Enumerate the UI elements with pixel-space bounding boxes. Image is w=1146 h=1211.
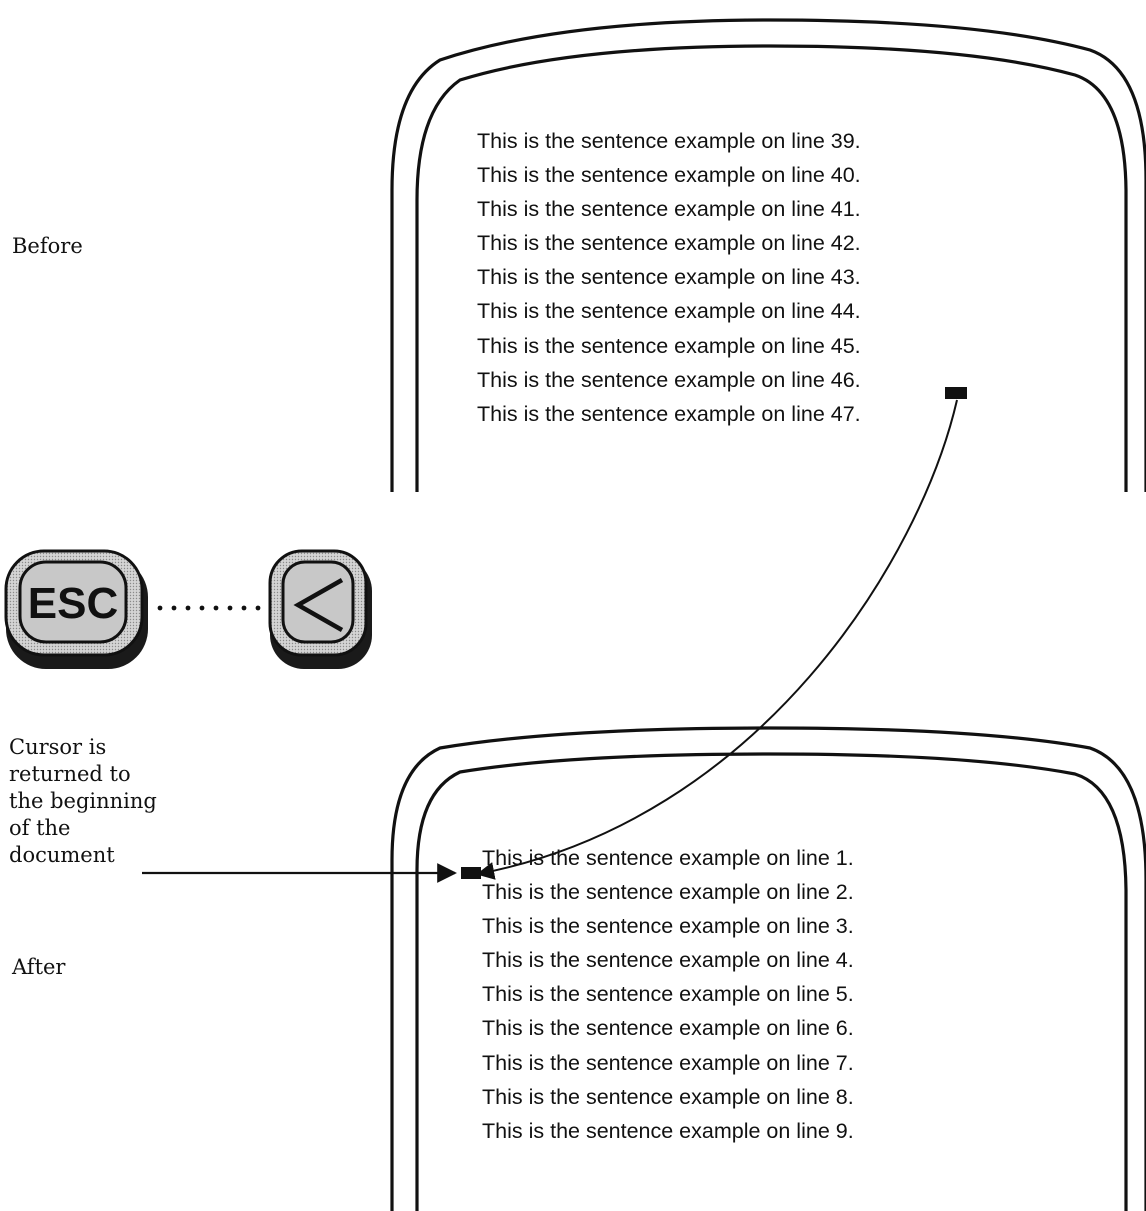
esc-key-label: ESC — [28, 579, 118, 628]
after-cursor-block — [461, 867, 481, 879]
after-monitor-bezel — [390, 726, 1146, 1211]
before-monitor-bezel — [390, 18, 1146, 492]
screen-line: This is the sentence example on line 46. — [477, 367, 861, 392]
screen-line: This is the sentence example on line 44. — [477, 299, 861, 324]
screen-line: This is the sentence example on line 3. — [482, 914, 854, 939]
before-cursor-block — [945, 387, 967, 399]
cursor-move-arrow — [476, 399, 958, 880]
screen-line: This is the sentence example on line 6. — [482, 1016, 854, 1041]
screen-line: This is the sentence example on line 4. — [482, 948, 854, 973]
before-screen-text: This is the sentence example on line 39.… — [477, 124, 861, 431]
cursor-note-line: of the — [9, 816, 71, 840]
key-sequence-dots — [157, 605, 261, 611]
cursor-note-line: returned to — [9, 762, 131, 786]
screen-line: This is the sentence example on line 42. — [477, 231, 861, 256]
cursor-note: Cursor is returned to the beginning of t… — [9, 734, 157, 869]
screen-line: This is the sentence example on line 41. — [477, 197, 861, 222]
before-label: Before — [12, 234, 83, 258]
screen-line: This is the sentence example on line 1. — [482, 846, 854, 870]
after-screen-text: This is the sentence example on line 1. … — [482, 841, 854, 1148]
less-than-key-icon — [268, 549, 372, 669]
cursor-note-line: Cursor is — [9, 735, 107, 759]
cursor-note-line: document — [9, 843, 115, 867]
after-label: After — [12, 955, 66, 979]
screen-line: This is the sentence example on line 5. — [482, 982, 854, 1007]
screen-line: This is the sentence example on line 39. — [477, 129, 861, 153]
screen-line: This is the sentence example on line 47. — [477, 401, 861, 426]
screen-line: This is the sentence example on line 9. — [482, 1118, 854, 1143]
screen-line: This is the sentence example on line 40. — [477, 163, 861, 188]
screen-line: This is the sentence example on line 45. — [477, 333, 861, 358]
esc-key-icon: ESC — [4, 549, 148, 669]
cursor-note-line: the beginning — [9, 789, 157, 813]
screen-line: This is the sentence example on line 2. — [482, 880, 854, 905]
screen-line: This is the sentence example on line 7. — [482, 1050, 854, 1075]
screen-line: This is the sentence example on line 8. — [482, 1084, 854, 1109]
screen-line: This is the sentence example on line 43. — [477, 265, 861, 290]
